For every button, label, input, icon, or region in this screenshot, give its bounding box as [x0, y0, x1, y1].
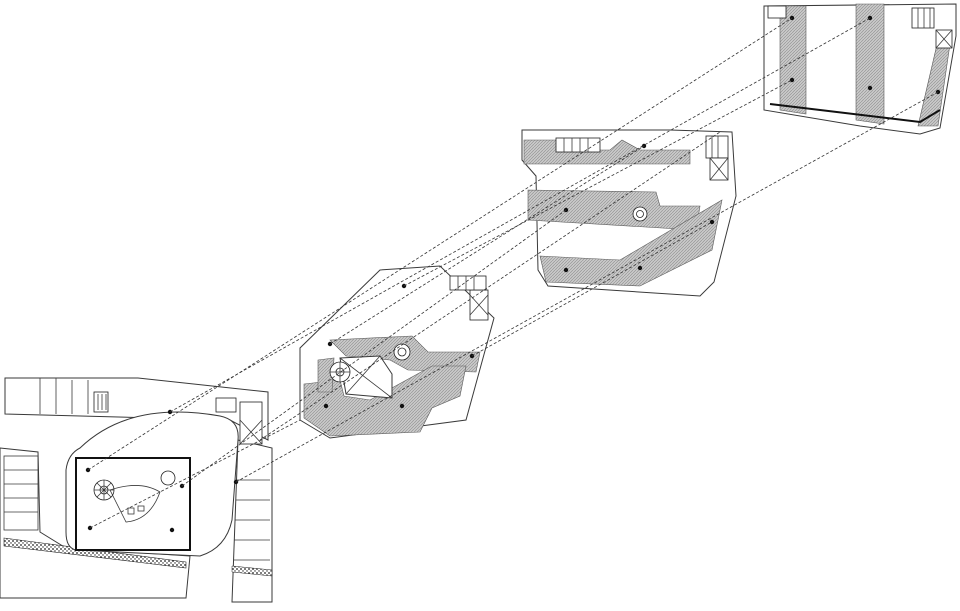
level-3-band-diagonal: [539, 199, 723, 287]
ground-east-corridor: [231, 439, 273, 603]
ground-main-hall: [65, 411, 239, 557]
ground-level-plan: [0, 377, 273, 603]
level-4-plan: [763, 3, 957, 135]
ground-gravel-strip: [3, 537, 187, 569]
level-4-band-left: [779, 5, 807, 115]
level-3-stair-a: [555, 137, 601, 153]
level-2-band-bottom: [303, 365, 467, 437]
ground-stair-a: [93, 391, 109, 413]
level-2-plan: [299, 265, 495, 439]
ground-stair-b: [239, 401, 263, 445]
level-4-stair-b: [911, 7, 935, 29]
level-4-band-center: [855, 3, 885, 125]
level-3-plan: [521, 129, 737, 297]
vertical-alignment-lines: [87, 17, 939, 529]
level-4-stair-a: [767, 5, 787, 19]
ground-inner-hall: [75, 457, 191, 551]
